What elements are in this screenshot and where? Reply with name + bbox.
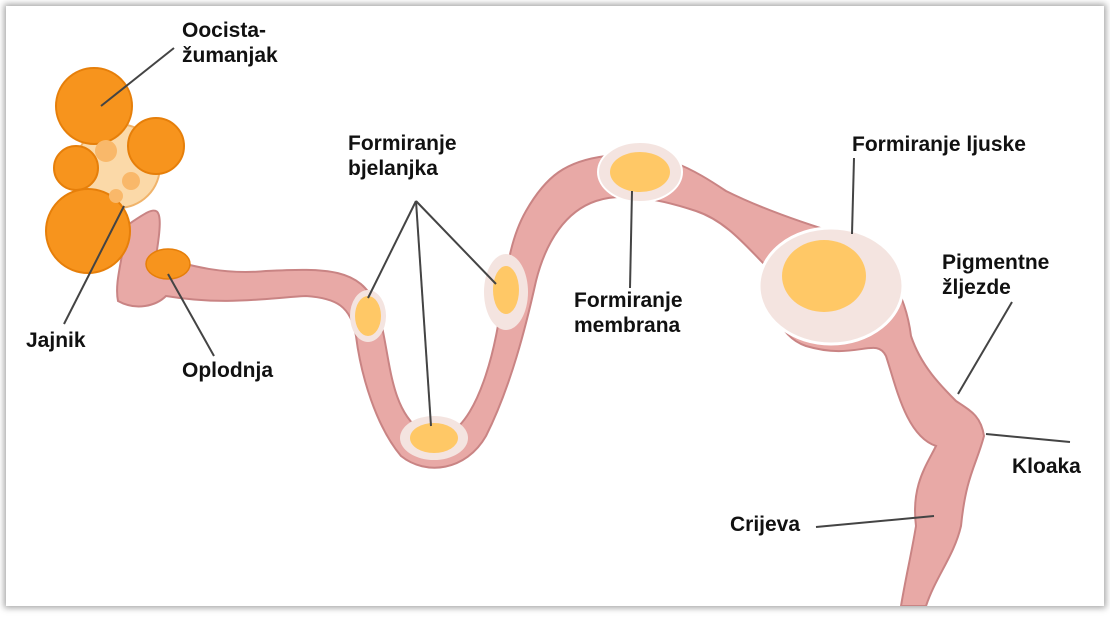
follicle-right xyxy=(128,118,184,174)
membrane-egg-yolk xyxy=(610,152,670,192)
follicle-left-mid xyxy=(54,146,98,190)
label-oplodnja: Oplodnja xyxy=(182,358,273,383)
pointer-ljuska xyxy=(852,158,854,234)
label-kloaka: Kloaka xyxy=(1012,454,1081,479)
diagram-frame: Oocista- žumanjak Jajnik Oplodnja Formir… xyxy=(6,6,1104,606)
pointer-kloaka xyxy=(986,434,1070,442)
ovary xyxy=(46,68,184,273)
pointer-bjelanjak-3 xyxy=(416,201,496,284)
pointer-bjelanjak-1 xyxy=(368,201,416,298)
follicle-small-3 xyxy=(109,189,123,203)
label-membrana: Formiranje membrana xyxy=(574,288,683,338)
albumen-egg-3-yolk xyxy=(493,266,519,314)
label-oocista: Oocista- žumanjak xyxy=(182,18,278,68)
pointer-membrana xyxy=(630,191,632,288)
albumen-egg-1-yolk xyxy=(355,296,381,336)
follicle-small-2 xyxy=(122,172,140,190)
pointer-pigment xyxy=(958,302,1012,394)
oviduct-diagram xyxy=(6,6,1104,606)
pointer-bjelanjak-2 xyxy=(416,201,431,426)
follicle-large-top xyxy=(56,68,132,144)
label-jajnik: Jajnik xyxy=(26,328,86,353)
label-pigment: Pigmentne žljezde xyxy=(942,250,1049,300)
label-crijeva: Crijeva xyxy=(730,512,800,537)
shell-egg-yolk xyxy=(782,240,866,312)
albumen-egg-2-yolk xyxy=(410,423,458,453)
label-ljuska: Formiranje ljuske xyxy=(852,132,1026,157)
label-bjelanjak: Formiranje bjelanjka xyxy=(348,131,457,181)
follicle-small-1 xyxy=(95,140,117,162)
